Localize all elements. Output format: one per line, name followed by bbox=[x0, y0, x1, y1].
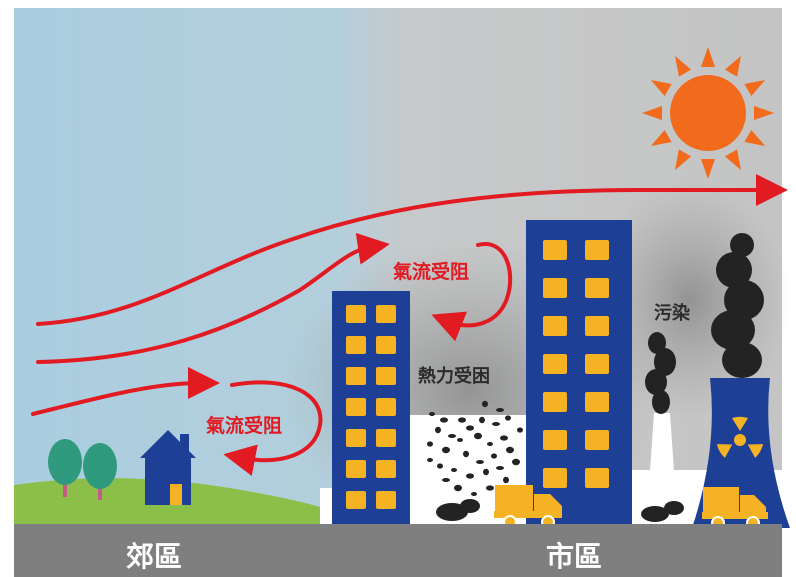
window bbox=[376, 305, 396, 323]
window bbox=[346, 398, 366, 416]
smokestack-icon bbox=[645, 332, 676, 500]
soot-dot bbox=[496, 466, 504, 470]
label-city: 市區 bbox=[546, 540, 602, 573]
window bbox=[543, 392, 567, 412]
tree-icon bbox=[83, 443, 117, 500]
window bbox=[543, 316, 567, 336]
airflow-mid-arrow bbox=[36, 232, 390, 364]
airflow-top-arrow bbox=[36, 174, 788, 326]
soot-dot bbox=[466, 473, 474, 479]
window bbox=[585, 430, 609, 450]
airflow-low-arrow bbox=[31, 367, 220, 416]
label-airflow-blocked-lower: 氣流受阻 bbox=[206, 414, 282, 437]
window bbox=[543, 468, 567, 488]
label-airflow-blocked-upper: 氣流受阻 bbox=[393, 260, 469, 283]
soot-dot bbox=[500, 435, 508, 441]
window bbox=[585, 316, 609, 336]
window bbox=[585, 278, 609, 298]
sun-ray bbox=[744, 129, 766, 146]
airflow-arrows bbox=[31, 174, 788, 476]
airflow-upper-return-arrow bbox=[431, 242, 513, 342]
soot-dot bbox=[503, 476, 509, 484]
center-tower bbox=[526, 220, 632, 528]
soot-dot bbox=[482, 400, 488, 408]
soot-dot bbox=[466, 425, 474, 431]
window bbox=[346, 460, 366, 478]
soot-dot bbox=[440, 417, 448, 423]
sun-icon bbox=[642, 47, 774, 179]
window bbox=[376, 491, 396, 509]
sun-ray bbox=[650, 129, 672, 146]
soot-dot bbox=[486, 485, 494, 491]
window bbox=[585, 240, 609, 260]
soot-dot bbox=[427, 441, 433, 447]
window bbox=[543, 278, 567, 298]
soot-dot bbox=[512, 458, 520, 466]
label-heat-trapped: 熱力受困 bbox=[418, 365, 490, 387]
window bbox=[346, 491, 366, 509]
left-tower bbox=[332, 291, 410, 528]
tree-icon bbox=[48, 439, 82, 497]
window bbox=[376, 367, 396, 385]
sun-ray bbox=[675, 55, 692, 77]
radiation-icon bbox=[716, 416, 764, 458]
soot-dot bbox=[451, 468, 457, 472]
soot-dot bbox=[506, 446, 514, 454]
soot-dot bbox=[448, 434, 456, 438]
soot-particles bbox=[427, 400, 523, 496]
soot-dot bbox=[517, 427, 523, 433]
truck-icon bbox=[641, 487, 768, 530]
soot-dot bbox=[505, 415, 511, 421]
window bbox=[376, 429, 396, 447]
soot-dot bbox=[476, 460, 484, 464]
sun-ray bbox=[724, 149, 741, 171]
soot-dot bbox=[442, 478, 450, 482]
sun-ray bbox=[642, 106, 662, 120]
soot-dot bbox=[496, 408, 504, 412]
soot-dot bbox=[427, 458, 433, 462]
window bbox=[346, 429, 366, 447]
road bbox=[14, 524, 782, 577]
soot-dot bbox=[492, 422, 500, 426]
soot-dot bbox=[458, 417, 466, 423]
airflow-lower-return-arrow bbox=[223, 380, 323, 476]
sun-ray bbox=[675, 149, 692, 171]
window bbox=[585, 392, 609, 412]
soot-dot bbox=[491, 453, 497, 459]
sun-ray bbox=[754, 106, 774, 120]
label-pollution: 污染 bbox=[654, 303, 691, 324]
sun-ray bbox=[724, 55, 741, 77]
window bbox=[543, 430, 567, 450]
window bbox=[346, 305, 366, 323]
soot-dot bbox=[457, 438, 463, 442]
soot-dot bbox=[487, 442, 493, 446]
soot-dot bbox=[471, 492, 477, 496]
sun-ray bbox=[701, 159, 715, 179]
house-icon bbox=[140, 430, 196, 505]
window bbox=[346, 367, 366, 385]
soot-dot bbox=[454, 484, 462, 492]
label-suburb: 郊區 bbox=[126, 540, 182, 573]
window bbox=[585, 468, 609, 488]
window bbox=[543, 240, 567, 260]
window bbox=[346, 336, 366, 354]
soot-dot bbox=[474, 432, 482, 440]
sun-ray bbox=[701, 47, 715, 67]
soot-dot bbox=[442, 446, 450, 454]
soot-dot bbox=[435, 426, 441, 434]
window bbox=[376, 460, 396, 478]
soot-dot bbox=[479, 416, 485, 424]
soot-dot bbox=[463, 450, 469, 458]
sun-ray bbox=[650, 80, 672, 97]
soot-dot bbox=[437, 463, 443, 469]
soot-dot bbox=[429, 412, 435, 416]
window bbox=[585, 354, 609, 374]
window bbox=[376, 336, 396, 354]
window bbox=[376, 398, 396, 416]
soot-dot bbox=[483, 468, 489, 476]
sun-ray bbox=[744, 80, 766, 97]
window bbox=[543, 354, 567, 374]
